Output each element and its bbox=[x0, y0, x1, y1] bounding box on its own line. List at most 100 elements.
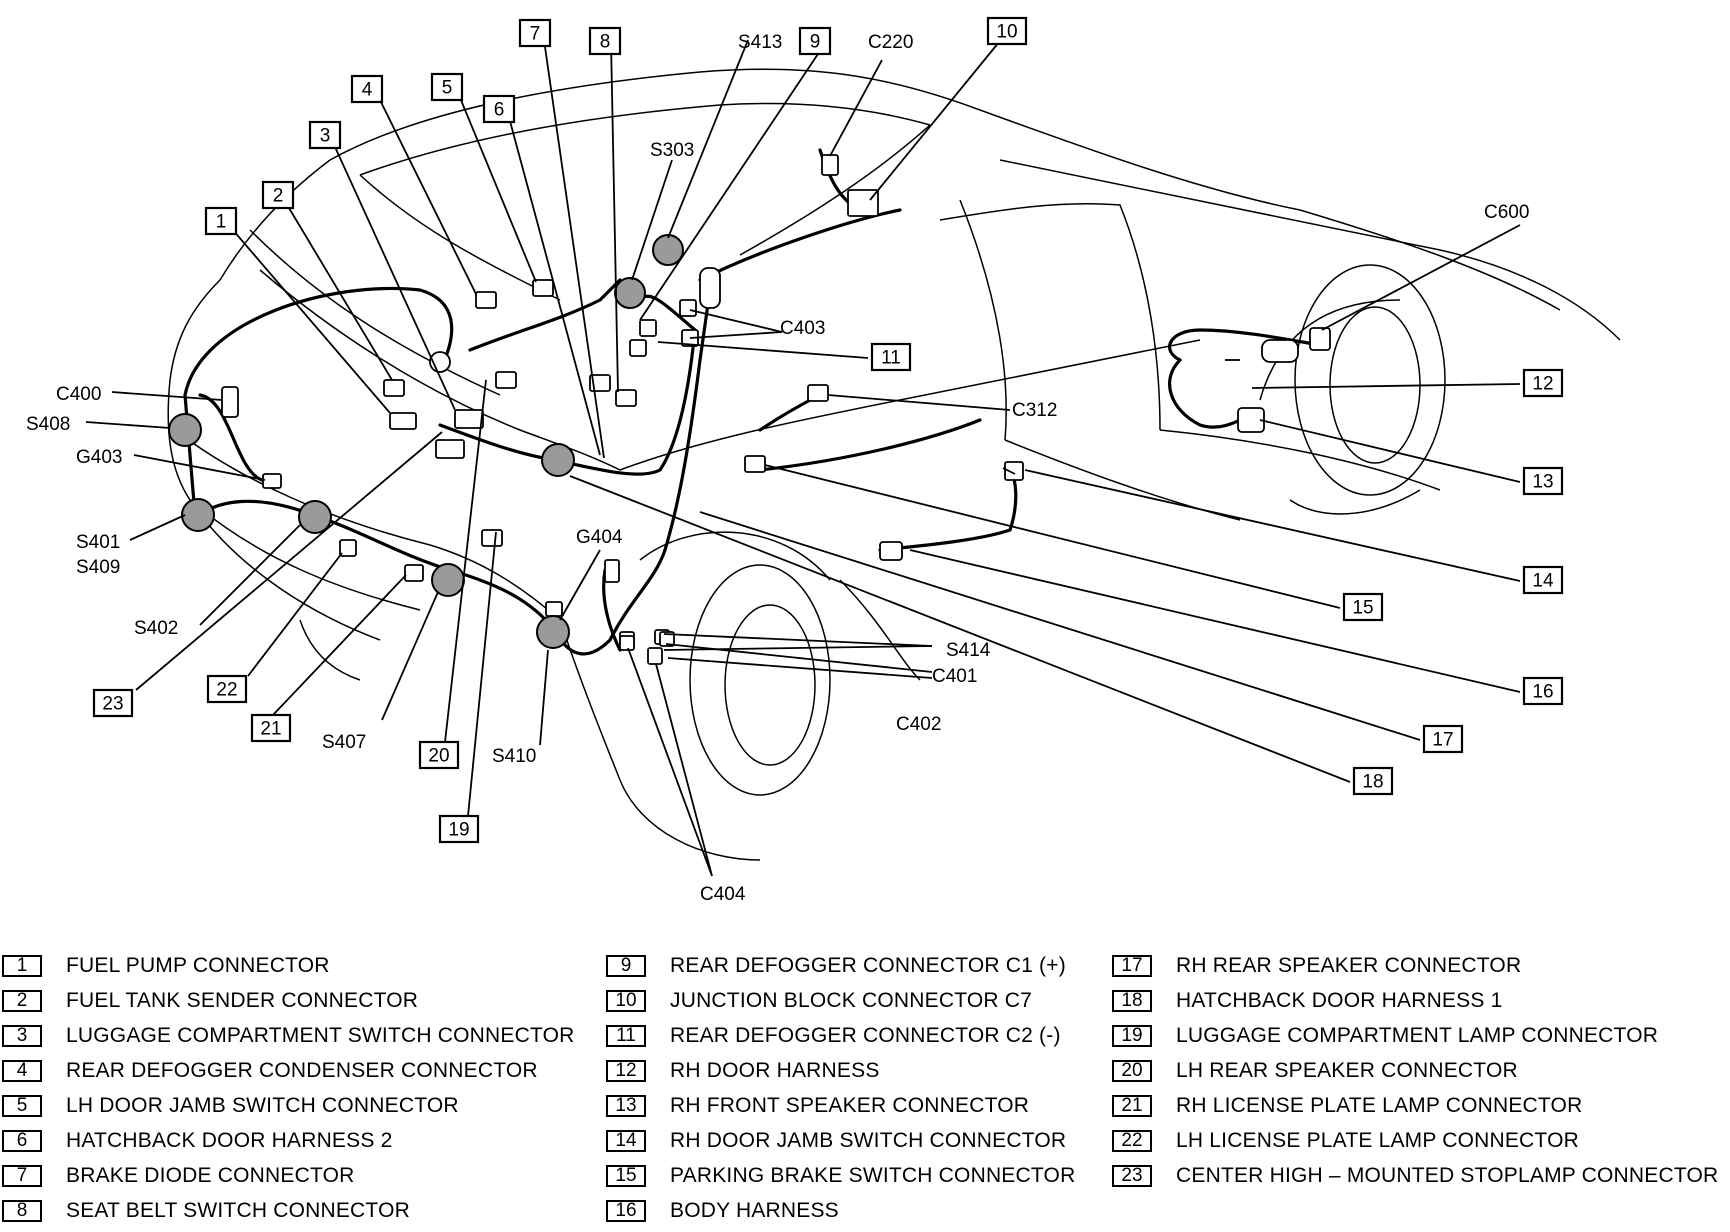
legend-item: 10 JUNCTION BLOCK CONNECTOR C7 bbox=[606, 983, 1075, 1018]
callout-4-number: 4 bbox=[362, 80, 373, 101]
legend-label: RH REAR SPEAKER CONNECTOR bbox=[1176, 953, 1522, 977]
legend-label: REAR DEFOGGER CONNECTOR C1 (+) bbox=[670, 953, 1066, 977]
legend-number-box: 4 bbox=[2, 1059, 42, 1082]
legend-item: 22 LH LICENSE PLATE LAMP CONNECTOR bbox=[1112, 1123, 1718, 1158]
legend-number-box: 14 bbox=[606, 1129, 646, 1152]
ref-c402: C402 bbox=[896, 714, 941, 735]
callout-19-number: 19 bbox=[448, 820, 469, 841]
legend-number-box: 18 bbox=[1112, 989, 1152, 1012]
car-body-outline bbox=[167, 68, 1621, 861]
legend-label: HATCHBACK DOOR HARNESS 1 bbox=[1176, 988, 1503, 1012]
ref-c403: C403 bbox=[780, 318, 825, 339]
callout-23: 23 bbox=[92, 688, 134, 718]
callout-7: 7 bbox=[518, 18, 552, 48]
legend-label: LH DOOR JAMB SWITCH CONNECTOR bbox=[66, 1093, 459, 1117]
callout-17: 17 bbox=[1422, 724, 1464, 754]
ref-c400: C400 bbox=[56, 384, 101, 405]
callout-4: 4 bbox=[350, 74, 384, 104]
callout-18: 18 bbox=[1352, 766, 1394, 796]
callout-16-number: 16 bbox=[1532, 682, 1553, 703]
callout-6-number: 6 bbox=[494, 100, 505, 121]
legend-label: LH REAR SPEAKER CONNECTOR bbox=[1176, 1058, 1518, 1082]
callout-6: 6 bbox=[482, 94, 516, 124]
callout-8-number: 8 bbox=[600, 32, 611, 53]
ref-s402: S402 bbox=[134, 618, 178, 639]
ref-c404: C404 bbox=[700, 884, 746, 905]
callout-7-number: 7 bbox=[530, 24, 541, 45]
legend-label: SEAT BELT SWITCH CONNECTOR bbox=[66, 1198, 410, 1222]
callout-10: 10 bbox=[986, 16, 1028, 46]
callout-16: 16 bbox=[1522, 676, 1564, 706]
legend-label: BRAKE DIODE CONNECTOR bbox=[66, 1163, 355, 1187]
callout-13: 13 bbox=[1522, 466, 1564, 496]
reference-labels: S413 C220 S303 C600 C403 C400 S408 C312 … bbox=[26, 32, 1529, 905]
legend-item: 20 LH REAR SPEAKER CONNECTOR bbox=[1112, 1053, 1718, 1088]
callout-5: 5 bbox=[430, 72, 464, 102]
legend-number-box: 23 bbox=[1112, 1164, 1152, 1187]
callout-11: 11 bbox=[870, 342, 912, 372]
legend-label: LUGGAGE COMPARTMENT SWITCH CONNECTOR bbox=[66, 1023, 575, 1047]
legend-number-box: 13 bbox=[606, 1094, 646, 1117]
callout-21: 21 bbox=[250, 713, 292, 743]
callout-3-number: 3 bbox=[320, 126, 331, 147]
connectors-and-splices bbox=[168, 154, 1331, 665]
ref-s414: S414 bbox=[946, 640, 991, 661]
legend-number-box: 1 bbox=[2, 954, 42, 977]
legend-number-box: 7 bbox=[2, 1164, 42, 1187]
callout-12: 12 bbox=[1522, 368, 1564, 398]
legend-label: RH LICENSE PLATE LAMP CONNECTOR bbox=[1176, 1093, 1583, 1117]
legend-number-box: 22 bbox=[1112, 1129, 1152, 1152]
leader-lines bbox=[85, 35, 1521, 877]
legend-number-box: 16 bbox=[606, 1199, 646, 1222]
legend-label: BODY HARNESS bbox=[670, 1198, 839, 1222]
callout-10-number: 10 bbox=[996, 22, 1017, 43]
legend-label: PARKING BRAKE SWITCH CONNECTOR bbox=[670, 1163, 1076, 1187]
callout-18-number: 18 bbox=[1362, 772, 1383, 793]
wiring-harness bbox=[183, 148, 1322, 656]
callout-2-number: 2 bbox=[273, 186, 284, 207]
ref-s410: S410 bbox=[492, 746, 536, 767]
ref-s407: S407 bbox=[322, 732, 366, 753]
legend-label: LUGGAGE COMPARTMENT LAMP CONNECTOR bbox=[1176, 1023, 1659, 1047]
legend-number-box: 10 bbox=[606, 989, 646, 1012]
legend-item: 7 BRAKE DIODE CONNECTOR bbox=[2, 1158, 575, 1193]
callout-21-number: 21 bbox=[260, 719, 281, 740]
callout-15-number: 15 bbox=[1352, 598, 1373, 619]
legend-label: LH LICENSE PLATE LAMP CONNECTOR bbox=[1176, 1128, 1579, 1152]
legend-label: JUNCTION BLOCK CONNECTOR C7 bbox=[670, 988, 1033, 1012]
legend-number-box: 20 bbox=[1112, 1059, 1152, 1082]
callout-11-number: 11 bbox=[881, 348, 901, 369]
legend-item: 16 BODY HARNESS bbox=[606, 1193, 1075, 1228]
legend-item: 3 LUGGAGE COMPARTMENT SWITCH CONNECTOR bbox=[2, 1018, 575, 1053]
ref-c401: C401 bbox=[932, 666, 977, 687]
legend-label: FUEL TANK SENDER CONNECTOR bbox=[66, 988, 419, 1012]
ref-c220: C220 bbox=[868, 32, 913, 53]
callout-2: 2 bbox=[261, 180, 295, 210]
ref-s303: S303 bbox=[650, 140, 694, 161]
ref-s401: S401 bbox=[76, 532, 120, 553]
ref-s413: S413 bbox=[738, 32, 782, 53]
callout-14-number: 14 bbox=[1532, 571, 1554, 592]
callout-12-number: 12 bbox=[1532, 374, 1553, 395]
legend-label: HATCHBACK DOOR HARNESS 2 bbox=[66, 1128, 393, 1152]
callout-9: 9 bbox=[798, 26, 832, 56]
legend-label: RH DOOR HARNESS bbox=[670, 1058, 880, 1082]
legend-number-box: 3 bbox=[2, 1024, 42, 1047]
legend-number-box: 11 bbox=[606, 1024, 646, 1047]
